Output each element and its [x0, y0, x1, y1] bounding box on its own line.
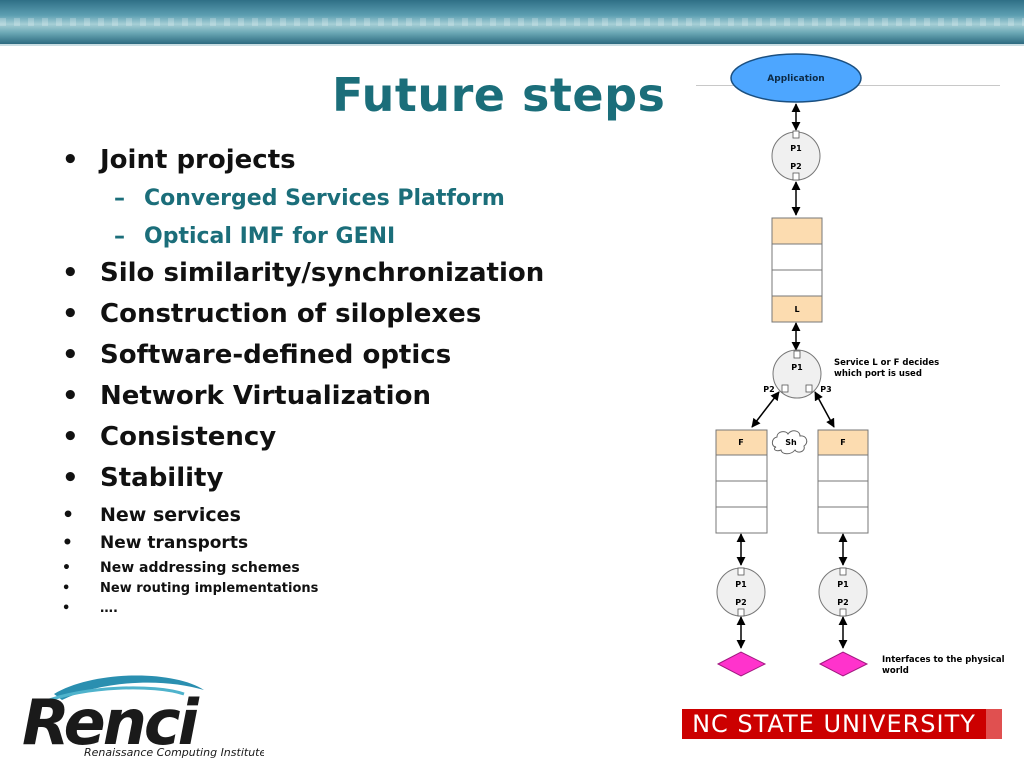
renci-tagline: Renaissance Computing Institute [84, 746, 264, 759]
bullet-marker: • [62, 504, 75, 526]
renci-swoosh-icon [54, 675, 204, 700]
bullet-item: • Joint projects [58, 143, 544, 184]
bullet-marker: • [62, 258, 79, 288]
sub-bullet-text: Converged Services Platform [144, 186, 505, 211]
layer-stack-f-left: F [715, 429, 768, 534]
port-label: P2 [763, 385, 774, 394]
banner-divider [0, 44, 1024, 46]
bullet-marker: • [62, 145, 79, 175]
bullet-text: Construction of siloplexes [100, 299, 482, 329]
layer-stack-f-right: F [817, 429, 869, 534]
port-icon [737, 567, 745, 576]
stack-label: F [738, 438, 743, 447]
port-label: P1 [837, 580, 849, 589]
bullet-marker: • [62, 601, 71, 616]
bullet-text: Stability [100, 463, 224, 493]
interface-diamond-icon [818, 651, 869, 677]
bullet-marker: • [62, 533, 73, 553]
port-icon [792, 172, 800, 181]
bullet-item: • Consistency [58, 420, 544, 461]
bullet-marker: • [62, 299, 79, 329]
arrow [814, 391, 835, 428]
bullet-text: New addressing schemes [100, 560, 300, 576]
bullet-item: • New services [58, 502, 544, 532]
bullet-marker: • [62, 422, 79, 452]
port-icon [781, 384, 789, 393]
bullet-text: Software-defined optics [100, 340, 452, 370]
bullet-item: • Stability [58, 461, 544, 502]
port-icon [792, 130, 800, 139]
application-label: Application [767, 74, 824, 84]
bullet-text: New routing implementations [100, 581, 319, 596]
cloud-icon: Sh [771, 430, 808, 455]
interface-diamond-icon [716, 651, 767, 677]
port-label: P2 [790, 162, 801, 171]
sub-bullet-marker: – [114, 224, 125, 249]
application-ellipse: Application [730, 53, 862, 103]
middle-node: P1 P2 P3 [763, 349, 832, 399]
slide-title: Future steps [332, 68, 666, 122]
port-label: P1 [791, 363, 803, 372]
ncsu-logo: NC STATE UNIVERSITY [682, 709, 1002, 739]
bullet-item: • New routing implementations [58, 580, 544, 600]
sub-bullet-item: –Converged Services Platform [58, 184, 544, 222]
bullet-text: …. [100, 601, 118, 616]
sub-bullet-marker: – [114, 186, 125, 211]
bullet-text: Network Virtualization [100, 381, 431, 411]
stack-label: L [794, 305, 799, 314]
bullet-item: • Construction of siloplexes [58, 297, 544, 338]
bullet-item: • …. [58, 600, 544, 620]
bullet-marker: • [62, 581, 71, 596]
layer-stack-l: L [771, 217, 823, 323]
bullet-text: Consistency [100, 422, 277, 452]
bullet-text: New services [100, 504, 241, 526]
port-icon [793, 350, 801, 359]
port-label: P3 [820, 385, 831, 394]
arrow [751, 391, 780, 428]
cloud-label: Sh [785, 438, 797, 447]
top-node: P1 P2 [771, 130, 821, 181]
bullet-text: Joint projects [100, 145, 296, 175]
bullet-marker: • [62, 381, 79, 411]
bullet-item: • Silo similarity/synchronization [58, 256, 544, 297]
bullet-marker: • [62, 560, 71, 576]
service-note: which port is used [834, 369, 922, 379]
service-note: Service L or F decides [834, 358, 939, 368]
header-banner [0, 0, 1024, 44]
bullet-text: New transports [100, 533, 249, 553]
stack-label: F [840, 438, 845, 447]
architecture-diagram: Application P1 P2 L P1 P2 P3 Service L o… [715, 53, 1005, 677]
ncsu-wordmark: NC STATE UNIVERSITY [692, 710, 976, 738]
port-label: P2 [837, 598, 848, 607]
bullet-marker: • [62, 340, 79, 370]
bottom-right-node: P1 P2 [818, 567, 868, 617]
bullet-item: • New addressing schemes [58, 558, 544, 580]
port-icon [805, 384, 813, 393]
port-icon [737, 608, 745, 617]
bullet-list: • Joint projects –Converged Services Plat… [58, 143, 544, 620]
bullet-item: • Software-defined optics [58, 338, 544, 379]
renci-logo: Renci Renaissance Computing Institute [22, 675, 264, 759]
bullet-text: Silo similarity/synchronization [100, 258, 545, 288]
port-label: P2 [735, 598, 746, 607]
bullet-item: • Network Virtualization [58, 379, 544, 420]
port-icon [839, 567, 847, 576]
sub-bullet-item: –Optical IMF for GENI [58, 222, 544, 256]
port-icon [839, 608, 847, 617]
bullet-marker: • [62, 463, 79, 493]
renci-wordmark: Renci [22, 686, 200, 759]
bullet-item: • New transports [58, 532, 544, 558]
sub-bullet-text: Optical IMF for GENI [144, 224, 396, 249]
port-label: P1 [735, 580, 747, 589]
bottom-left-node: P1 P2 [716, 567, 766, 617]
interfaces-note: world [882, 666, 909, 676]
interfaces-note: Interfaces to the physical [882, 655, 1005, 665]
port-label: P1 [790, 144, 802, 153]
